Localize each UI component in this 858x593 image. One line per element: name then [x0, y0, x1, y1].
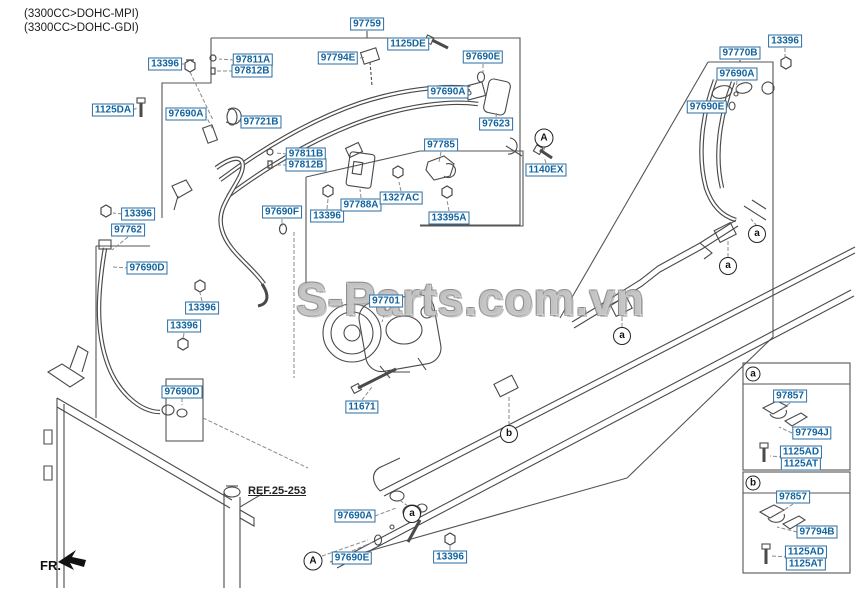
part-label-1125AT[interactable]: 1125AT	[785, 557, 827, 571]
nut-glyphs	[100, 54, 792, 546]
marker-a: a	[613, 327, 631, 345]
part-label-1327AC[interactable]: 1327AC	[379, 191, 423, 205]
liquid-hose-97762	[96, 179, 193, 418]
part-label-97701[interactable]: 97701	[369, 294, 403, 308]
marker-a: a	[745, 366, 761, 382]
part-label-97690A[interactable]: 97690A	[165, 107, 207, 121]
part-label-13396[interactable]: 13396	[768, 34, 802, 48]
marker-a: a	[748, 225, 766, 243]
part-label-97690D[interactable]: 97690D	[126, 261, 168, 275]
part-label-97762[interactable]: 97762	[111, 223, 145, 237]
part-label-97690D[interactable]: 97690D	[161, 385, 203, 399]
part-label-13396[interactable]: 13396	[121, 207, 155, 221]
part-label-97690A[interactable]: 97690A	[427, 85, 469, 99]
part-label-97690A[interactable]: 97690A	[716, 67, 758, 81]
marker-b: b	[745, 475, 761, 491]
marker-A: A	[534, 128, 554, 148]
engine-variant-line1: (3300CC>DOHC-MPI)	[24, 8, 139, 20]
callout-stems	[239, 31, 741, 508]
part-label-97759[interactable]: 97759	[350, 17, 384, 31]
part-label-11671[interactable]: 11671	[345, 400, 379, 414]
watermark: S-Parts.com.vn	[296, 273, 645, 325]
part-label-13396[interactable]: 13396	[310, 209, 344, 223]
part-label-13396[interactable]: 13396	[148, 57, 182, 71]
part-label-97690A[interactable]: 97690A	[334, 509, 376, 523]
marker-b: b	[500, 425, 518, 443]
marker-a: a	[403, 505, 421, 523]
part-label-97690F[interactable]: 97690F	[262, 205, 302, 219]
condenser-drawing	[43, 345, 255, 588]
bolt-glyphs	[136, 34, 771, 564]
part-label-97794J[interactable]: 97794J	[792, 426, 832, 440]
part-label-97788A[interactable]: 97788A	[340, 198, 382, 212]
part-label-1140EX[interactable]: 1140EX	[525, 163, 567, 177]
part-label-97690E[interactable]: 97690E	[331, 551, 373, 565]
marker-A: A	[303, 551, 323, 571]
part-label-97812B[interactable]: 97812B	[285, 158, 327, 172]
compressor-drawing	[322, 293, 442, 395]
ref-callout[interactable]: REF.25-253	[248, 485, 307, 497]
part-label-1125DA[interactable]: 1125DA	[91, 103, 135, 117]
part-label-13395A[interactable]: 13395A	[428, 211, 470, 225]
part-label-1125DE[interactable]: 1125DE	[387, 37, 429, 51]
part-label-97785[interactable]: 97785	[424, 138, 458, 152]
marker-a: a	[719, 257, 737, 275]
part-label-97794B[interactable]: 97794B	[796, 525, 838, 539]
part-label-97690E[interactable]: 97690E	[686, 100, 728, 114]
part-label-97623[interactable]: 97623	[479, 117, 513, 131]
part-label-97857[interactable]: 97857	[776, 490, 810, 504]
inset-clamp-parts	[758, 400, 809, 530]
part-label-97857[interactable]: 97857	[773, 389, 807, 403]
part-label-13396[interactable]: 13396	[185, 301, 219, 315]
part-label-13396[interactable]: 13396	[433, 550, 467, 564]
part-label-1125AT[interactable]: 1125AT	[780, 457, 822, 471]
part-label-97794E[interactable]: 97794E	[317, 51, 359, 65]
mid-small-parts	[345, 137, 523, 189]
fr-arrow-icon	[58, 550, 86, 570]
part-label-97811B[interactable]: 97811B	[285, 147, 327, 161]
part-label-97690E[interactable]: 97690E	[462, 50, 504, 64]
front-direction-label: FR.	[40, 558, 61, 573]
part-label-97770B[interactable]: 97770B	[719, 46, 761, 60]
engine-variant-line2: (3300CC>DOHC-GDI)	[24, 22, 139, 34]
part-label-97812B[interactable]: 97812B	[231, 64, 273, 78]
part-label-97721B[interactable]: 97721B	[240, 115, 282, 129]
part-label-13396[interactable]: 13396	[167, 319, 201, 333]
